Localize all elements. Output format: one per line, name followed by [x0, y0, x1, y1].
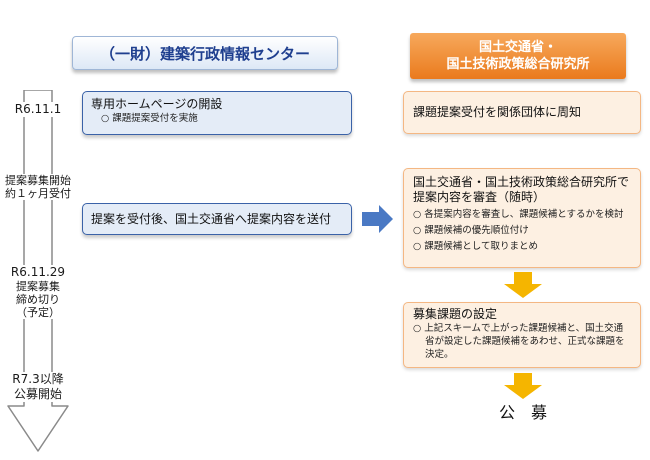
timeline-deadline-line2: 締め切り [16, 293, 60, 306]
review-title-line2: 提案内容を審査（随時） [413, 190, 546, 204]
down-arrow-2 [504, 373, 542, 399]
header-right-line2: 国土技術政策総合研究所 [446, 57, 590, 72]
right-arrow [362, 205, 393, 233]
timeline-period-line1: 提案募集開始 [5, 174, 71, 187]
timeline-period-label: 提案募集開始 約１ヶ月受付 [2, 174, 74, 200]
header-right-organization: 国土交通省・ 国土技術政策総合研究所 [410, 33, 626, 79]
timeline-period-line2: 約１ヶ月受付 [5, 187, 71, 200]
review-title-line1: 国土交通省・国土技術政策総合研究所で [413, 175, 630, 189]
timeline-date3-line2: 公募開始 [13, 387, 62, 401]
setting-box: 募集課題の設定 ○ 上記スキームで上がった課題候補と、国土交通 省が設定した課題… [403, 302, 641, 368]
timeline-date-start: R6.11.1 [12, 102, 64, 117]
homepage-box: 専用ホームページの開設 ○ 課題提案受付を実施 [82, 91, 352, 135]
public-offering-label: 公 募 [498, 403, 547, 422]
setting-item-line3: 決定。 [425, 349, 454, 360]
timeline-public-start: R7.3以降 公募開始 [10, 372, 66, 402]
header-right-line1: 国土交通省・ [478, 40, 557, 55]
setting-item-line2: 省が設定した課題候補をあわせ、正式な課題を [425, 336, 625, 347]
down-arrow-1 [504, 272, 542, 298]
header-left-label: （一財）建築行政情報センター [99, 44, 310, 63]
review-item: ○ 課題候補として取りまとめ [413, 241, 539, 252]
timeline-date3-line1: R7.3以降 [12, 372, 64, 386]
homepage-title: 専用ホームページの開設 [91, 97, 223, 111]
timeline-deadline-line3: （予定） [16, 306, 60, 319]
send-proposal-title: 提案を受付後、国土交通省へ提案内容を送付 [91, 212, 332, 226]
send-proposal-box: 提案を受付後、国土交通省へ提案内容を送付 [82, 203, 352, 235]
timeline-deadline-block: R6.11.29 提案募集 締め切り （予定） [6, 265, 70, 319]
timeline-date-deadline: R6.11.29 [10, 265, 66, 279]
review-box: 国土交通省・国土技術政策総合研究所で 提案内容を審査（随時） ○ 各提案内容を審… [403, 168, 641, 268]
header-left-organization: （一財）建築行政情報センター [72, 36, 338, 70]
review-item: ○ 課題候補の優先順位付け [413, 225, 529, 236]
review-item: ○ 各提案内容を審査し、課題候補とするかを検討 [413, 209, 624, 220]
notify-box: 課題提案受付を関係団体に周知 [403, 91, 641, 134]
notify-title: 課題提案受付を関係団体に周知 [413, 105, 582, 119]
setting-item-line1: ○ 上記スキームで上がった課題候補と、国土交通 [413, 323, 624, 334]
setting-title: 募集課題の設定 [413, 307, 498, 321]
timeline-deadline-line1: 提案募集 [16, 280, 60, 293]
homepage-item: ○ 課題提案受付を実施 [101, 113, 198, 124]
